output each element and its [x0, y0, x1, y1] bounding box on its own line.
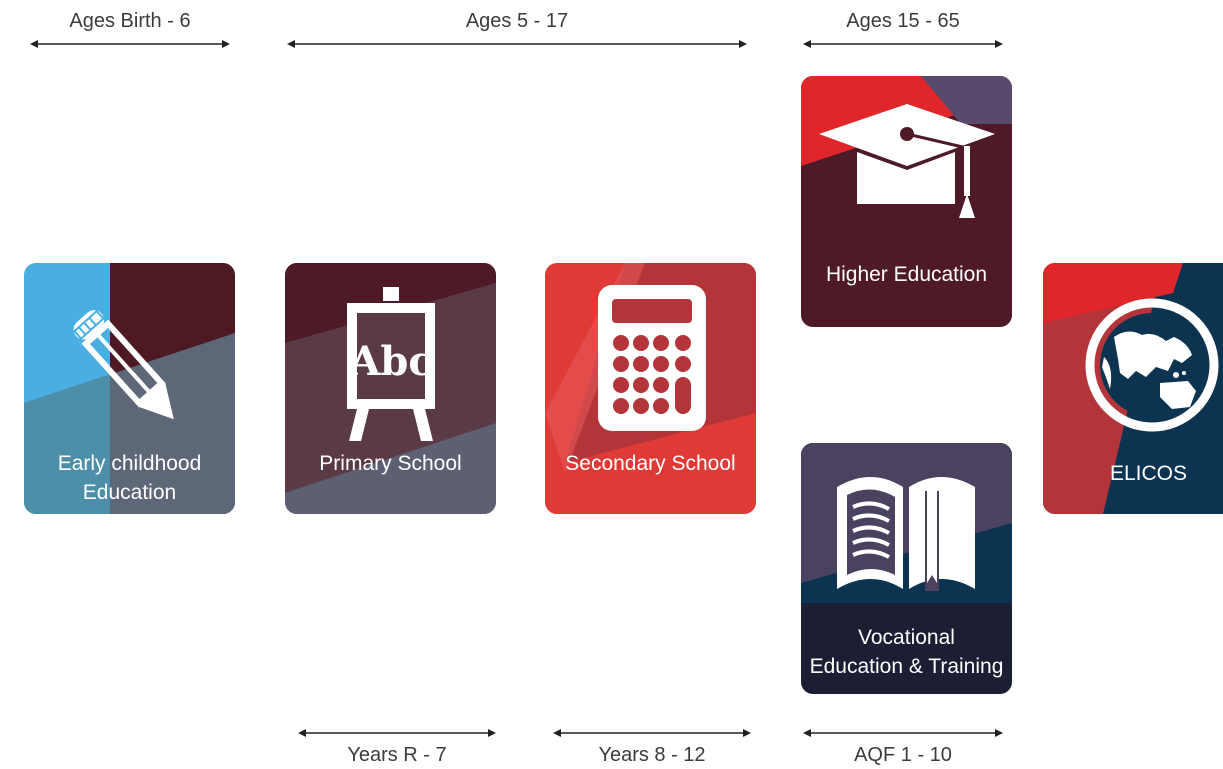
tile-label: Primary School — [319, 452, 462, 475]
double-arrow-icon — [803, 40, 1003, 48]
calculator-icon — [598, 285, 706, 431]
range-years-r-7: Years R - 7 — [298, 0, 496, 766]
globe-icon — [1085, 298, 1219, 432]
range-label: Ages Birth - 6 — [69, 10, 191, 32]
range-label: Years 8 - 12 — [598, 744, 706, 766]
range-label: Ages 5 - 17 — [465, 10, 569, 32]
double-arrow-icon — [30, 40, 230, 48]
range-years-8-12: Years 8 - 12 — [553, 0, 751, 766]
tile-vocational-education[interactable]: Vocational Education & Training — [801, 443, 1012, 694]
tile-label: Higher Education — [825, 263, 988, 286]
tile-label: ELICOS — [1109, 462, 1188, 485]
tile-primary-school[interactable]: Abc Primary School — [285, 263, 496, 514]
double-arrow-icon — [803, 729, 1003, 737]
tile-elicos[interactable]: ELICOS — [1043, 263, 1223, 514]
tile-label: Vocational Education & Training — [809, 626, 1004, 678]
svg-text:Abc: Abc — [348, 338, 432, 385]
range-label: Years R - 7 — [347, 744, 447, 766]
tile-secondary-school[interactable]: Secondary School — [545, 263, 756, 514]
tile-label: Early childhood Education — [57, 452, 202, 504]
pencil-icon — [72, 309, 174, 420]
double-arrow-icon — [298, 729, 496, 737]
range-label: AQF 1 - 10 — [854, 744, 952, 766]
tile-background — [801, 443, 1012, 694]
range-aqf-1-10: AQF 1 - 10 — [803, 0, 1003, 766]
range-ages-5-17: Ages 5 - 17 — [287, 0, 747, 48]
range-label: Ages 15 - 65 — [846, 10, 960, 32]
range-ages-15-65: Ages 15 - 65 — [803, 0, 1003, 48]
range-ages-birth-6: Ages Birth - 6 — [30, 0, 230, 48]
graduation-cap-icon — [819, 104, 995, 218]
tile-early-childhood[interactable]: Early childhood Education — [24, 263, 235, 514]
easel-abc-icon: Abc — [347, 287, 435, 441]
tile-label: Secondary School — [565, 452, 736, 475]
double-arrow-icon — [287, 40, 747, 48]
tile-higher-education[interactable]: Higher Education — [801, 76, 1012, 327]
double-arrow-icon — [553, 729, 751, 737]
open-book-icon — [837, 477, 975, 591]
